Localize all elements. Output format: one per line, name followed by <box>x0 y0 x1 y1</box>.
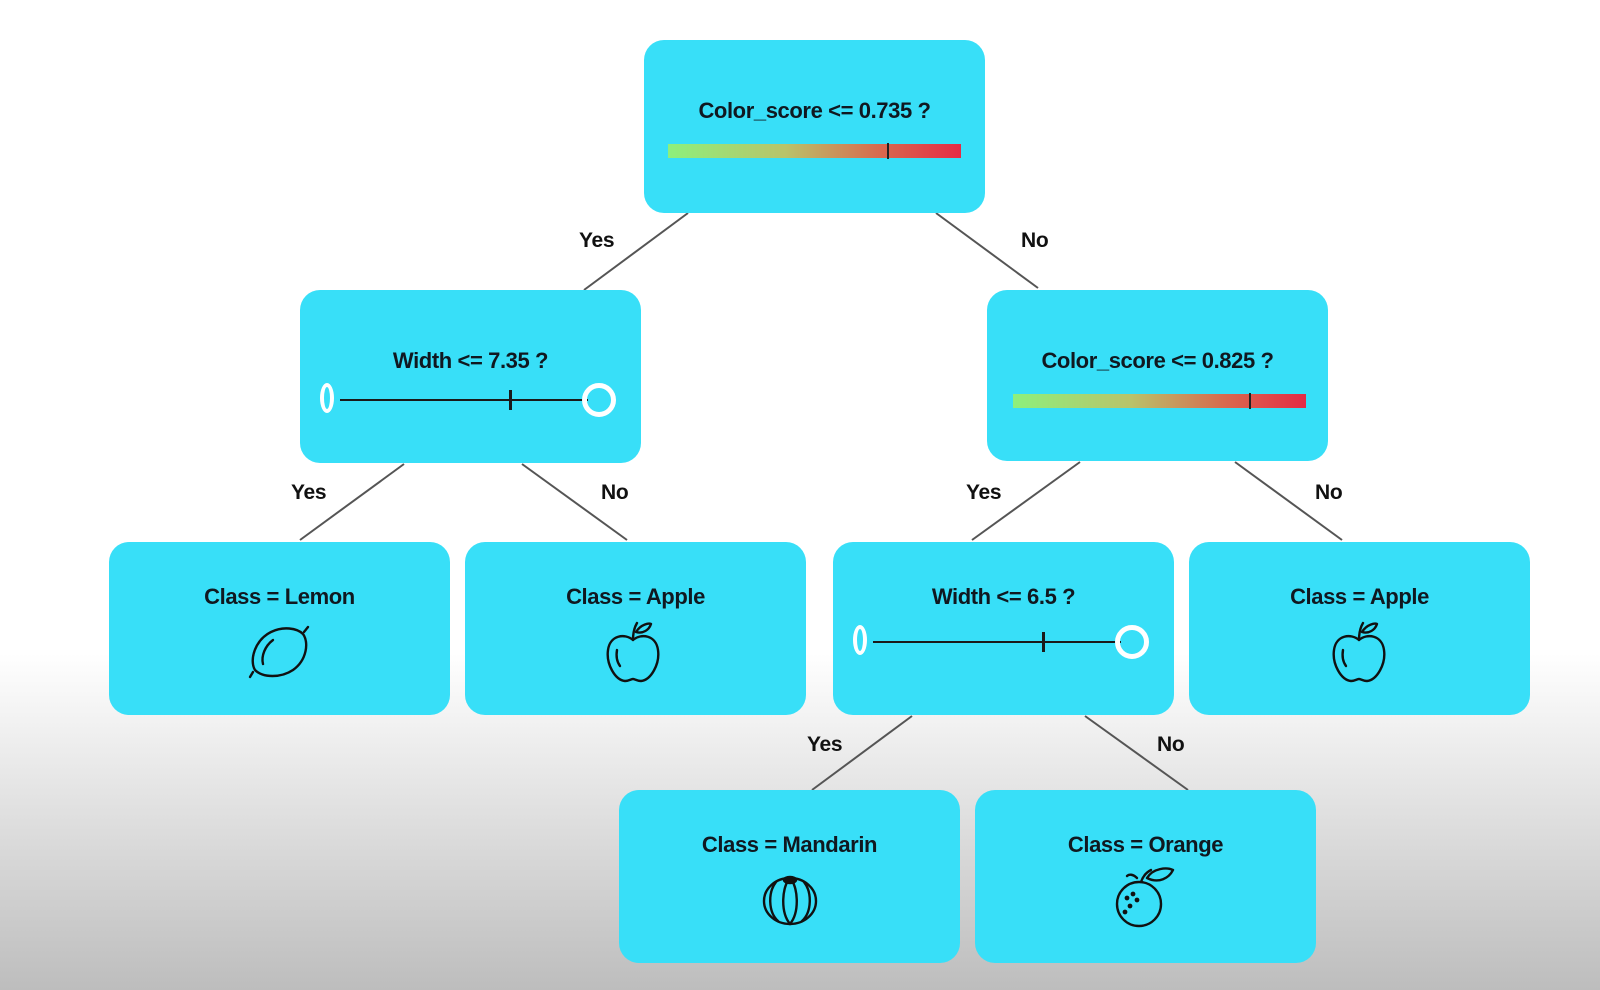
threshold-tick <box>1042 632 1045 652</box>
edge-label-root-no: No <box>1021 229 1049 252</box>
mandarin-icon <box>762 875 818 926</box>
width-range-slider <box>853 622 1153 662</box>
edge-label-color825-no: No <box>1315 481 1343 504</box>
edge-label-width735-no: No <box>601 481 629 504</box>
leaf-lemon: Class = Lemon <box>109 542 450 715</box>
color-score-gradient-bar <box>668 143 961 159</box>
slider-track <box>873 641 1121 643</box>
leaf-class-label: Class = Mandarin <box>701 832 878 857</box>
node-question: Color_score <= 0.735 ? <box>698 98 931 123</box>
color-score-gradient-bar <box>1013 393 1306 409</box>
leaf-orange: Class = Orange <box>975 790 1316 963</box>
apple-icon <box>606 621 660 683</box>
root-decision-node: Color_score <= 0.735 ? <box>644 40 985 213</box>
edge-label-color825-yes: Yes <box>966 481 1002 504</box>
slider-min-knob <box>853 625 867 655</box>
leaf-mandarin: Class = Mandarin <box>619 790 960 963</box>
leaf-class-label: Class = Lemon <box>204 584 355 609</box>
threshold-tick <box>509 390 512 410</box>
slider-min-knob <box>320 383 334 413</box>
slider-track <box>340 399 588 401</box>
slider-max-knob <box>582 383 616 417</box>
width-range-slider <box>320 380 620 420</box>
node-question: Color_score <= 0.825 ? <box>1041 348 1274 373</box>
width-65-decision-node: Width <= 6.5 ? <box>833 542 1174 715</box>
lemon-icon <box>248 625 310 679</box>
edge-label-root-yes: Yes <box>579 229 615 252</box>
threshold-tick <box>887 143 889 159</box>
leaf-class-label: Class = Apple <box>566 584 705 609</box>
orange-icon <box>1115 867 1175 928</box>
node-question: Width <= 7.35 ? <box>392 348 549 373</box>
leaf-apple-left: Class = Apple <box>465 542 806 715</box>
leaf-class-label: Class = Orange <box>1067 832 1224 857</box>
apple-icon <box>1332 621 1386 683</box>
edge-label-width735-yes: Yes <box>291 481 327 504</box>
leaf-class-label: Class = Apple <box>1290 584 1429 609</box>
threshold-tick <box>1249 393 1251 409</box>
leaf-apple-right: Class = Apple <box>1189 542 1530 715</box>
node-question: Width <= 6.5 ? <box>931 584 1076 609</box>
width-735-decision-node: Width <= 7.35 ? <box>300 290 641 463</box>
edge-label-width65-yes: Yes <box>807 733 843 756</box>
slider-max-knob <box>1115 625 1149 659</box>
color-score-825-decision-node: Color_score <= 0.825 ? <box>987 290 1328 461</box>
edge-label-width65-no: No <box>1157 733 1185 756</box>
